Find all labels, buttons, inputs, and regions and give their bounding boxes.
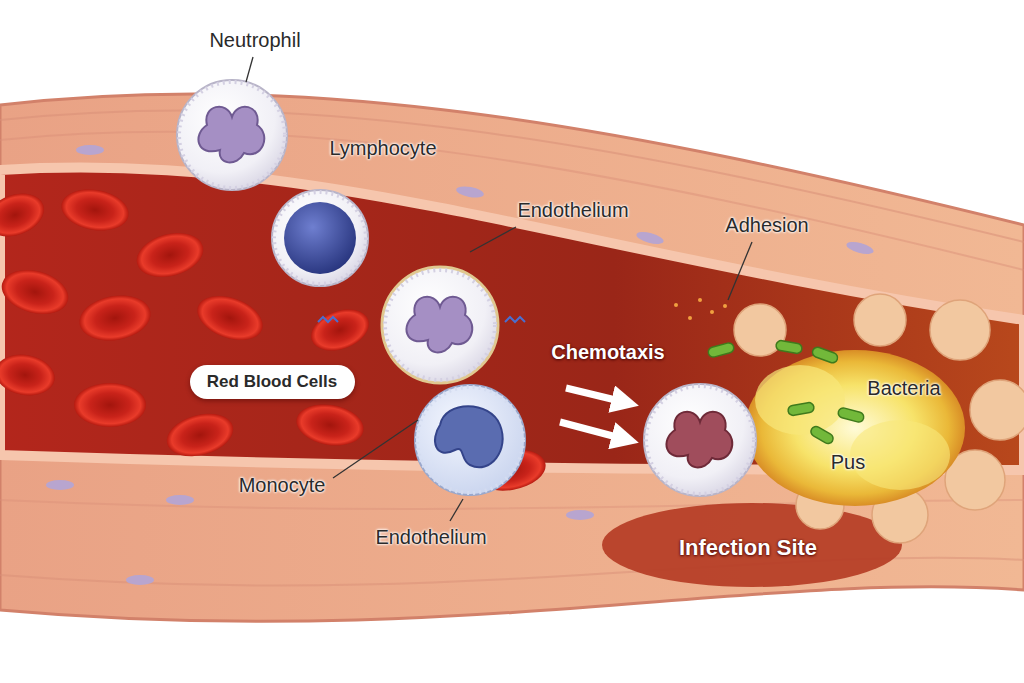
leader-line: [450, 499, 463, 521]
cell-nucleus: [198, 107, 264, 163]
label-anchor: Infection Site: [679, 535, 817, 561]
tissue-cell: [970, 380, 1024, 440]
endothelial-nucleus: [845, 240, 875, 257]
label-anchor: Adhesion: [725, 214, 808, 237]
part-label: Endothelium: [517, 199, 628, 221]
red-blood-cell: [0, 186, 50, 244]
part-label: Adhesion: [725, 214, 808, 236]
pus-blob: [850, 420, 950, 490]
adhesion-molecules: [674, 298, 727, 320]
cell-membrane: [385, 270, 495, 380]
endothelial-nucleus: [455, 185, 484, 200]
endothelial-nucleus: [76, 145, 104, 155]
tissue-cell: [930, 300, 990, 360]
neutrophil-cell: [177, 80, 287, 190]
cell-nucleus: [284, 202, 356, 274]
red-blood-cell: [305, 302, 374, 358]
leader-lines: [246, 57, 752, 521]
part-label: Neutrophil: [209, 29, 300, 51]
leader-line: [728, 242, 752, 300]
red-blood-cell: [162, 407, 238, 463]
tissue-cells: [734, 294, 1024, 543]
bacterium: [707, 342, 735, 358]
red-blood-cell: [191, 288, 269, 349]
part-label: Chemotaxis: [551, 341, 664, 363]
adhesion-dot: [698, 298, 702, 302]
monocyte-cell: [415, 385, 525, 495]
leader-line: [470, 227, 516, 252]
chemotaxis-arrow: [566, 388, 628, 403]
bacterium: [809, 425, 835, 446]
bacterium: [775, 340, 802, 354]
lymphocyte-cell: [272, 190, 368, 286]
neutrophil-cell: [644, 384, 756, 496]
label-anchor: Endothelium: [375, 526, 486, 549]
red-blood-cell: [0, 263, 73, 321]
bacterium: [837, 407, 865, 423]
label-anchor: Monocyte: [239, 474, 326, 497]
label-anchor: Chemotaxis: [551, 341, 664, 364]
chemokine: [318, 317, 338, 322]
red-blood-cell: [76, 290, 155, 346]
cell-nucleus: [406, 297, 472, 353]
pus-blob: [745, 350, 965, 506]
red-blood-cell: [293, 399, 367, 450]
bacterium: [787, 402, 814, 416]
red-blood-cell: [132, 226, 209, 284]
chemotaxis-arrow: [560, 422, 628, 440]
label-anchor: Bacteria: [867, 377, 940, 400]
cell-body: [382, 267, 498, 383]
cell-membrane: [274, 192, 366, 284]
cell-body: [415, 385, 525, 495]
bacterium: [811, 346, 839, 364]
neutrophil-cell: [382, 267, 498, 383]
label-anchor: Neutrophil: [209, 29, 300, 52]
inflamed-tissue: [602, 503, 902, 587]
part-label: Monocyte: [239, 474, 326, 496]
adhesion-dot: [688, 316, 692, 320]
cell-membrane: [417, 387, 523, 493]
tissue-cell: [854, 294, 906, 346]
adhesion-dot: [674, 303, 678, 307]
cell-nucleus: [435, 406, 503, 467]
cell-membrane: [646, 386, 754, 494]
pus-blob: [755, 365, 845, 435]
leader-line: [333, 420, 418, 478]
part-label: Pus: [831, 451, 865, 473]
part-label: Bacteria: [867, 377, 940, 399]
vessel-wall: [0, 94, 1024, 621]
endothelial-nucleus: [566, 510, 594, 520]
label-box: Red Blood Cells: [190, 365, 355, 399]
red-blood-cell: [74, 383, 146, 427]
red-blood-cells: [0, 184, 549, 496]
leader-line: [246, 57, 253, 82]
part-label: Lymphocyte: [329, 137, 436, 159]
chemokine: [505, 317, 525, 322]
part-label: Infection Site: [679, 535, 817, 560]
label-anchor: Pus: [831, 451, 865, 474]
cell-body: [177, 80, 287, 190]
label-anchor: Lymphocyte: [329, 137, 436, 160]
label-anchor: Endothelium: [517, 199, 628, 222]
part-label: Endothelium: [375, 526, 486, 548]
box-label: Red Blood Cells: [207, 372, 337, 392]
adhesion-dot: [710, 310, 714, 314]
red-blood-cell: [58, 184, 132, 235]
cell-nucleus: [666, 412, 732, 468]
red-blood-cell: [0, 350, 58, 400]
endothelial-nucleus: [166, 495, 194, 505]
cell-body: [272, 190, 368, 286]
cell-body: [644, 384, 756, 496]
cell-membrane: [179, 82, 285, 188]
endothelial-nucleus: [126, 575, 154, 585]
endothelial-nucleus: [46, 480, 74, 490]
adhesion-dot: [723, 304, 727, 308]
